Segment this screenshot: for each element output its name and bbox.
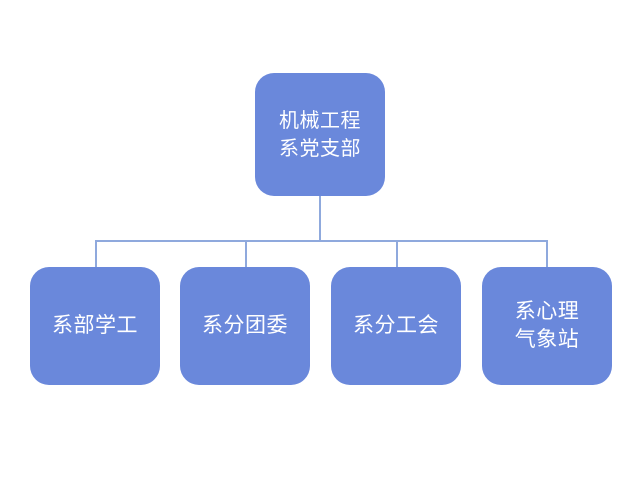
org-node-child-2-label: 系分团委 bbox=[202, 313, 288, 338]
org-node-child-4-label: 系心理 气象站 bbox=[514, 299, 580, 351]
org-node-root-label: 机械工程 系党支部 bbox=[279, 107, 361, 160]
org-node-child-1[interactable]: 系部学工 bbox=[30, 267, 160, 385]
org-node-root[interactable]: 机械工程 系党支部 bbox=[255, 73, 385, 196]
org-node-child-3[interactable]: 系分工会 bbox=[331, 267, 461, 385]
org-node-child-2[interactable]: 系分团委 bbox=[180, 267, 310, 385]
connector-horizontal-bus bbox=[95, 240, 548, 242]
org-node-child-4[interactable]: 系心理 气象站 bbox=[482, 267, 612, 385]
org-node-child-3-label: 系分工会 bbox=[353, 313, 439, 338]
connector-drop-child-4 bbox=[546, 240, 548, 268]
org-node-child-1-label: 系部学工 bbox=[52, 313, 138, 338]
connector-drop-child-1 bbox=[95, 240, 97, 268]
connector-drop-child-3 bbox=[396, 240, 398, 268]
connector-root-stem bbox=[319, 196, 321, 242]
connector-drop-child-2 bbox=[245, 240, 247, 268]
